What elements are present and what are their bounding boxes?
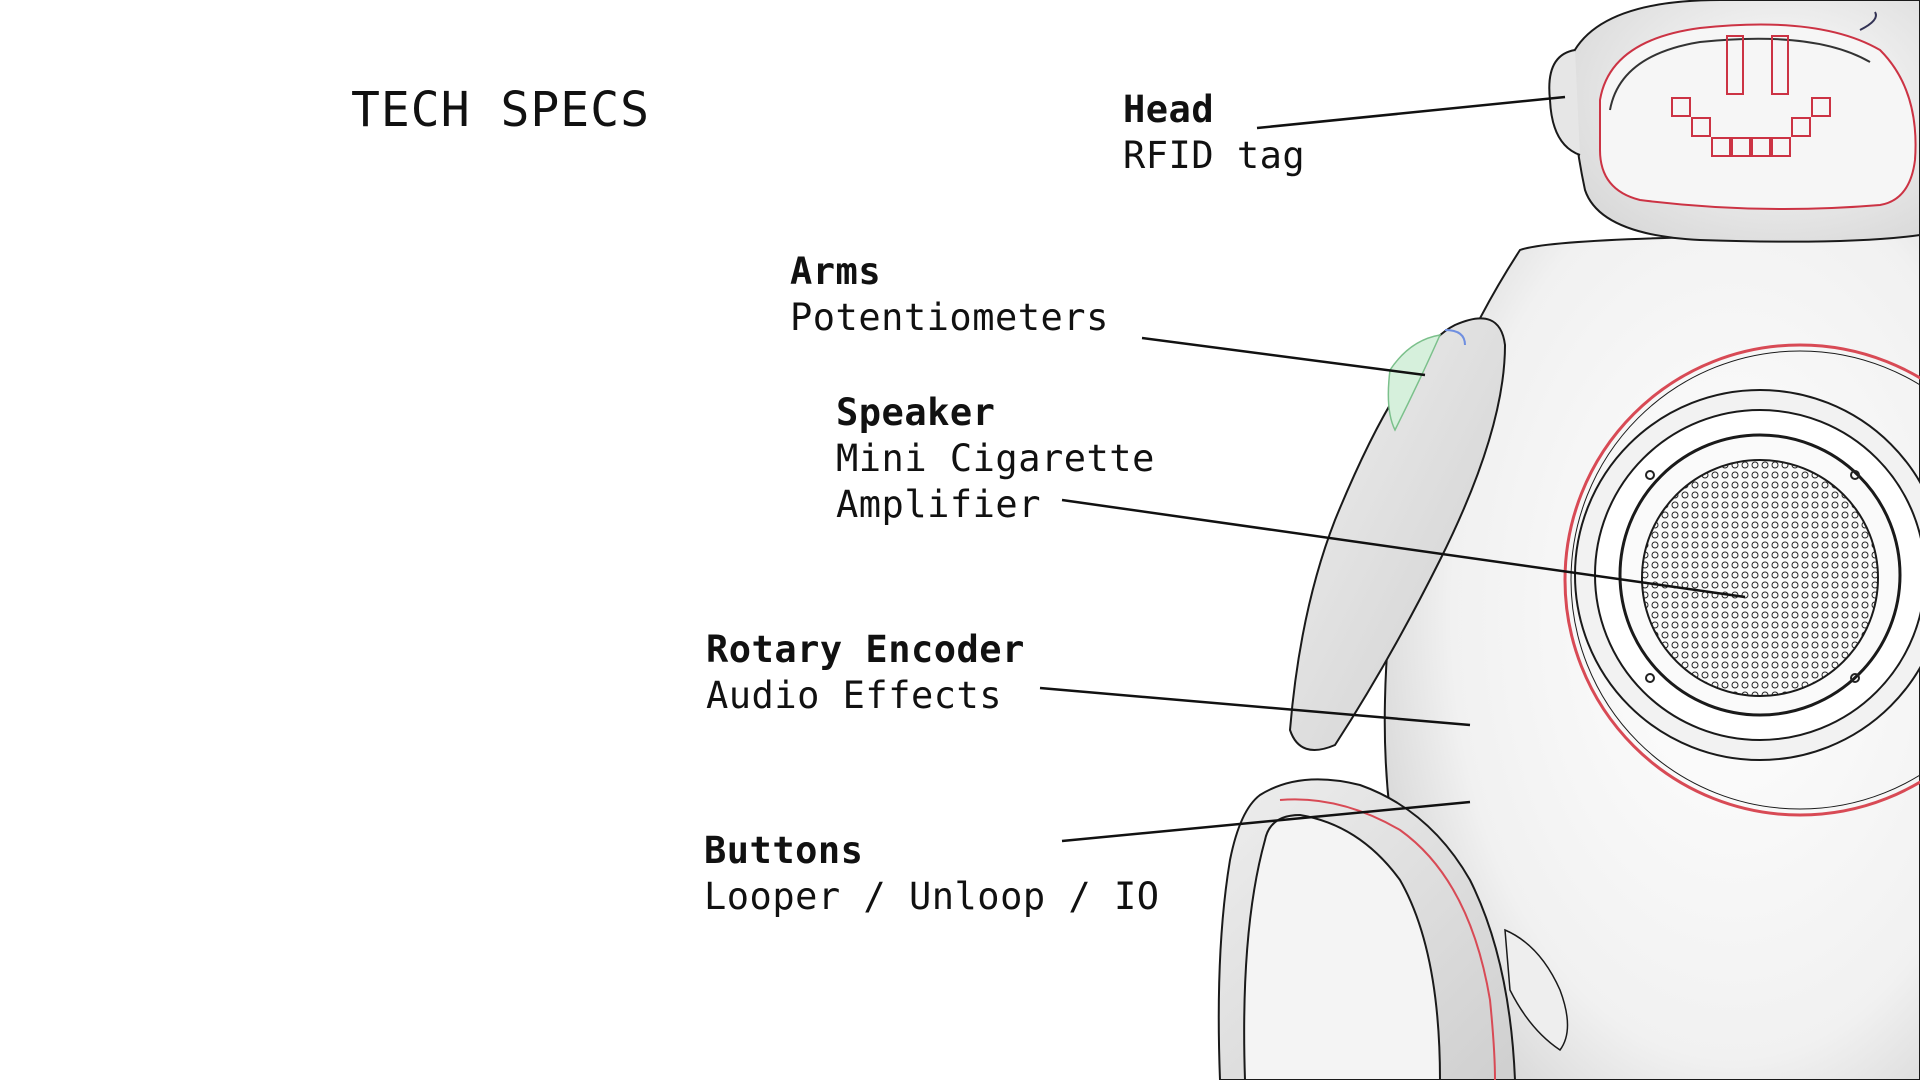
label-arms: Arms Potentiometers [790,249,1109,341]
description-line: Potentiometers [790,296,1109,339]
robot-arm-upper [1288,317,1507,751]
description-line: RFID tag [1123,134,1306,177]
label-speaker: Speaker Mini Cigarette Amplifier [836,390,1155,528]
speaker-grille [1641,459,1879,697]
component-description: Potentiometers [790,295,1109,341]
component-name: Rotary Encoder [706,628,1025,671]
component-name: Speaker [836,391,996,434]
description-line: Mini Cigarette [836,437,1155,480]
leader-rotary [1039,686,1471,727]
description-line: Amplifier [836,483,1041,526]
robot-visor [1599,23,1917,210]
visor-face-icon [1671,35,1831,157]
description-line: Looper / Unloop / IO [704,875,1160,918]
label-rotary-encoder: Rotary Encoder Audio Effects [706,627,1025,719]
component-description: Looper / Unloop / IO [704,874,1160,920]
component-name: Buttons [704,829,864,872]
leader-lines [1039,95,1746,843]
leader-speaker [1061,498,1746,599]
label-head: Head RFID tag [1123,87,1305,179]
speaker-outer-ring [1563,343,1920,817]
label-buttons: Buttons Looper / Unloop / IO [704,828,1160,920]
leader-head [1256,95,1566,130]
robot-ear [1548,49,1581,156]
description-line: Audio Effects [706,674,1003,717]
component-description: Audio Effects [706,673,1025,719]
leader-arms [1141,336,1426,377]
leader-buttons [1061,800,1471,843]
page-title: TECH SPECS [351,82,650,138]
component-description: RFID tag [1123,133,1305,179]
component-name: Head [1123,88,1215,131]
component-name: Arms [790,250,882,293]
component-description: Mini Cigarette Amplifier [836,436,1155,528]
